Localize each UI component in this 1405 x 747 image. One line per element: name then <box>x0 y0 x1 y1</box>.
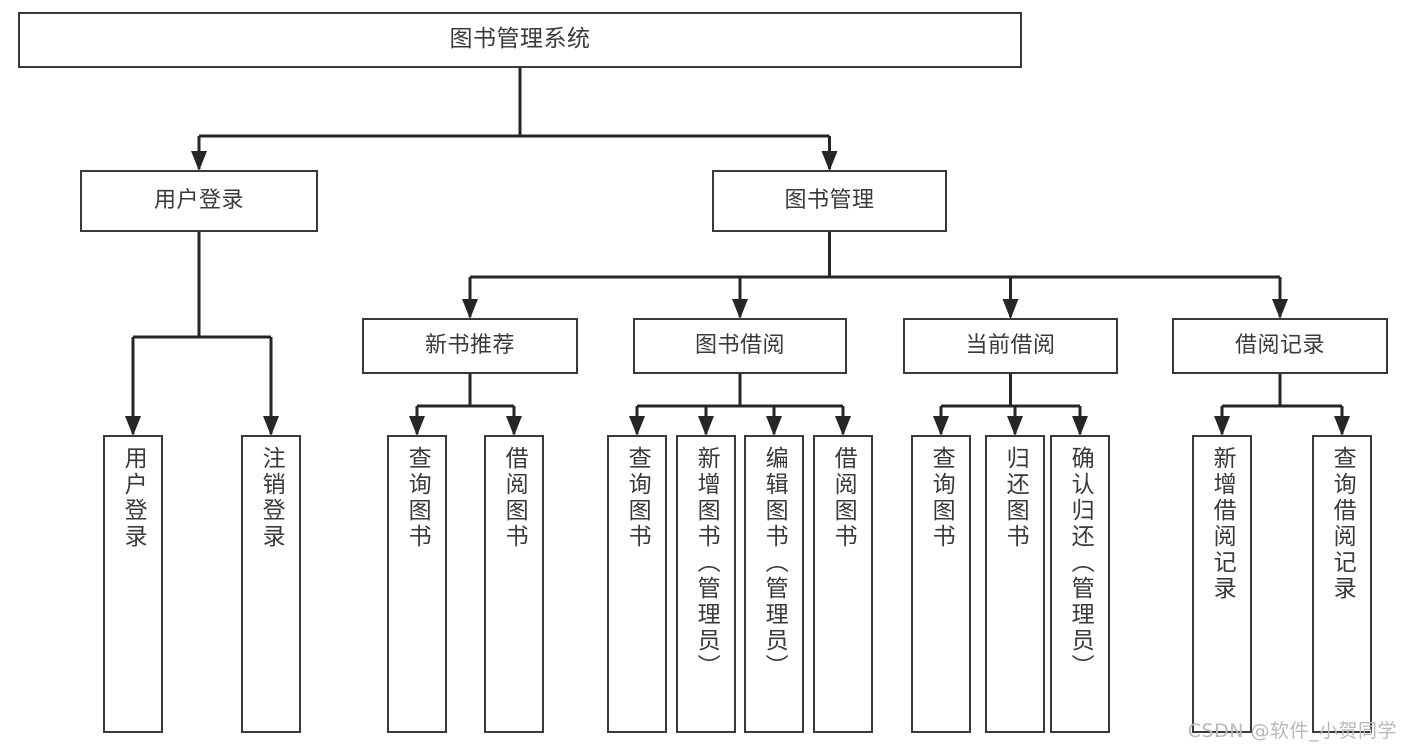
node-label: 新书推荐 <box>424 333 515 359</box>
node-label: 当前借阅 <box>965 333 1056 359</box>
arrowhead-l9 <box>933 416 949 436</box>
node-newbook[interactable]: 新书推荐 <box>362 318 578 374</box>
arrowhead-l5 <box>629 416 645 436</box>
node-borrow[interactable]: 图书借阅 <box>633 318 847 374</box>
node-label: 查询图书 <box>624 446 651 550</box>
node-l2[interactable]: 注销登录 <box>241 435 301 733</box>
node-l9[interactable]: 查询图书 <box>911 435 971 733</box>
arrowhead-borrow <box>732 299 748 319</box>
watermark-text: CSDN @软件_小贺同学 <box>1187 720 1397 742</box>
node-label: 图书管理系统 <box>449 26 591 53</box>
node-label: 查询图书 <box>928 446 955 550</box>
node-label: 借阅图书 <box>830 446 857 550</box>
arrowhead-l10 <box>1007 416 1023 436</box>
node-l12[interactable]: 新增借阅记录 <box>1192 435 1252 733</box>
node-l10[interactable]: 归还图书 <box>985 435 1045 733</box>
arrowhead-newbook <box>462 299 478 319</box>
node-label: 注销登录 <box>258 446 285 550</box>
node-label: 图书管理 <box>784 188 875 214</box>
arrowhead-l6 <box>698 416 714 436</box>
arrowhead-l2 <box>263 416 279 436</box>
arrowhead-login <box>191 151 207 171</box>
node-label: 借阅记录 <box>1234 333 1325 359</box>
node-label: 用户登录 <box>153 188 244 214</box>
node-root[interactable]: 图书管理系统 <box>18 12 1022 68</box>
node-label: 查询图书 <box>404 446 431 550</box>
node-login[interactable]: 用户登录 <box>80 170 318 232</box>
arrowhead-l3 <box>409 416 425 436</box>
arrowhead-l7 <box>766 416 782 436</box>
node-l6[interactable]: 新增图书（管理员） <box>676 435 736 733</box>
node-bookmgmt[interactable]: 图书管理 <box>712 170 947 232</box>
node-label: 借阅图书 <box>501 446 528 550</box>
node-l11[interactable]: 确认归还（管理员） <box>1050 435 1110 733</box>
arrowhead-records <box>1272 299 1288 319</box>
node-label: 用户登录 <box>120 446 147 550</box>
node-l5[interactable]: 查询图书 <box>607 435 667 733</box>
node-l8[interactable]: 借阅图书 <box>813 435 873 733</box>
node-label: 编辑图书（管理员） <box>761 446 788 680</box>
node-current[interactable]: 当前借阅 <box>903 318 1118 374</box>
arrowhead-bookmgmt <box>821 151 838 171</box>
node-label: 确认归还（管理员） <box>1067 446 1094 680</box>
arrowhead-l13 <box>1334 416 1350 436</box>
node-label: 归还图书 <box>1002 446 1029 550</box>
arrowhead-l8 <box>835 416 851 436</box>
node-l1[interactable]: 用户登录 <box>103 435 163 733</box>
node-l4[interactable]: 借阅图书 <box>484 435 544 733</box>
node-label: 图书借阅 <box>694 333 785 359</box>
arrowhead-l11 <box>1072 416 1088 436</box>
node-l13[interactable]: 查询借阅记录 <box>1312 435 1372 733</box>
arrowhead-l1 <box>125 416 141 436</box>
node-records[interactable]: 借阅记录 <box>1172 318 1388 374</box>
arrowhead-l12 <box>1214 416 1230 436</box>
node-label: 新增借阅记录 <box>1209 446 1236 602</box>
node-l7[interactable]: 编辑图书（管理员） <box>744 435 804 733</box>
node-label: 新增图书（管理员） <box>693 446 720 680</box>
arrowhead-l4 <box>506 416 522 436</box>
node-label: 查询借阅记录 <box>1329 446 1356 602</box>
node-l3[interactable]: 查询图书 <box>387 435 447 733</box>
arrowhead-current <box>1002 299 1019 319</box>
